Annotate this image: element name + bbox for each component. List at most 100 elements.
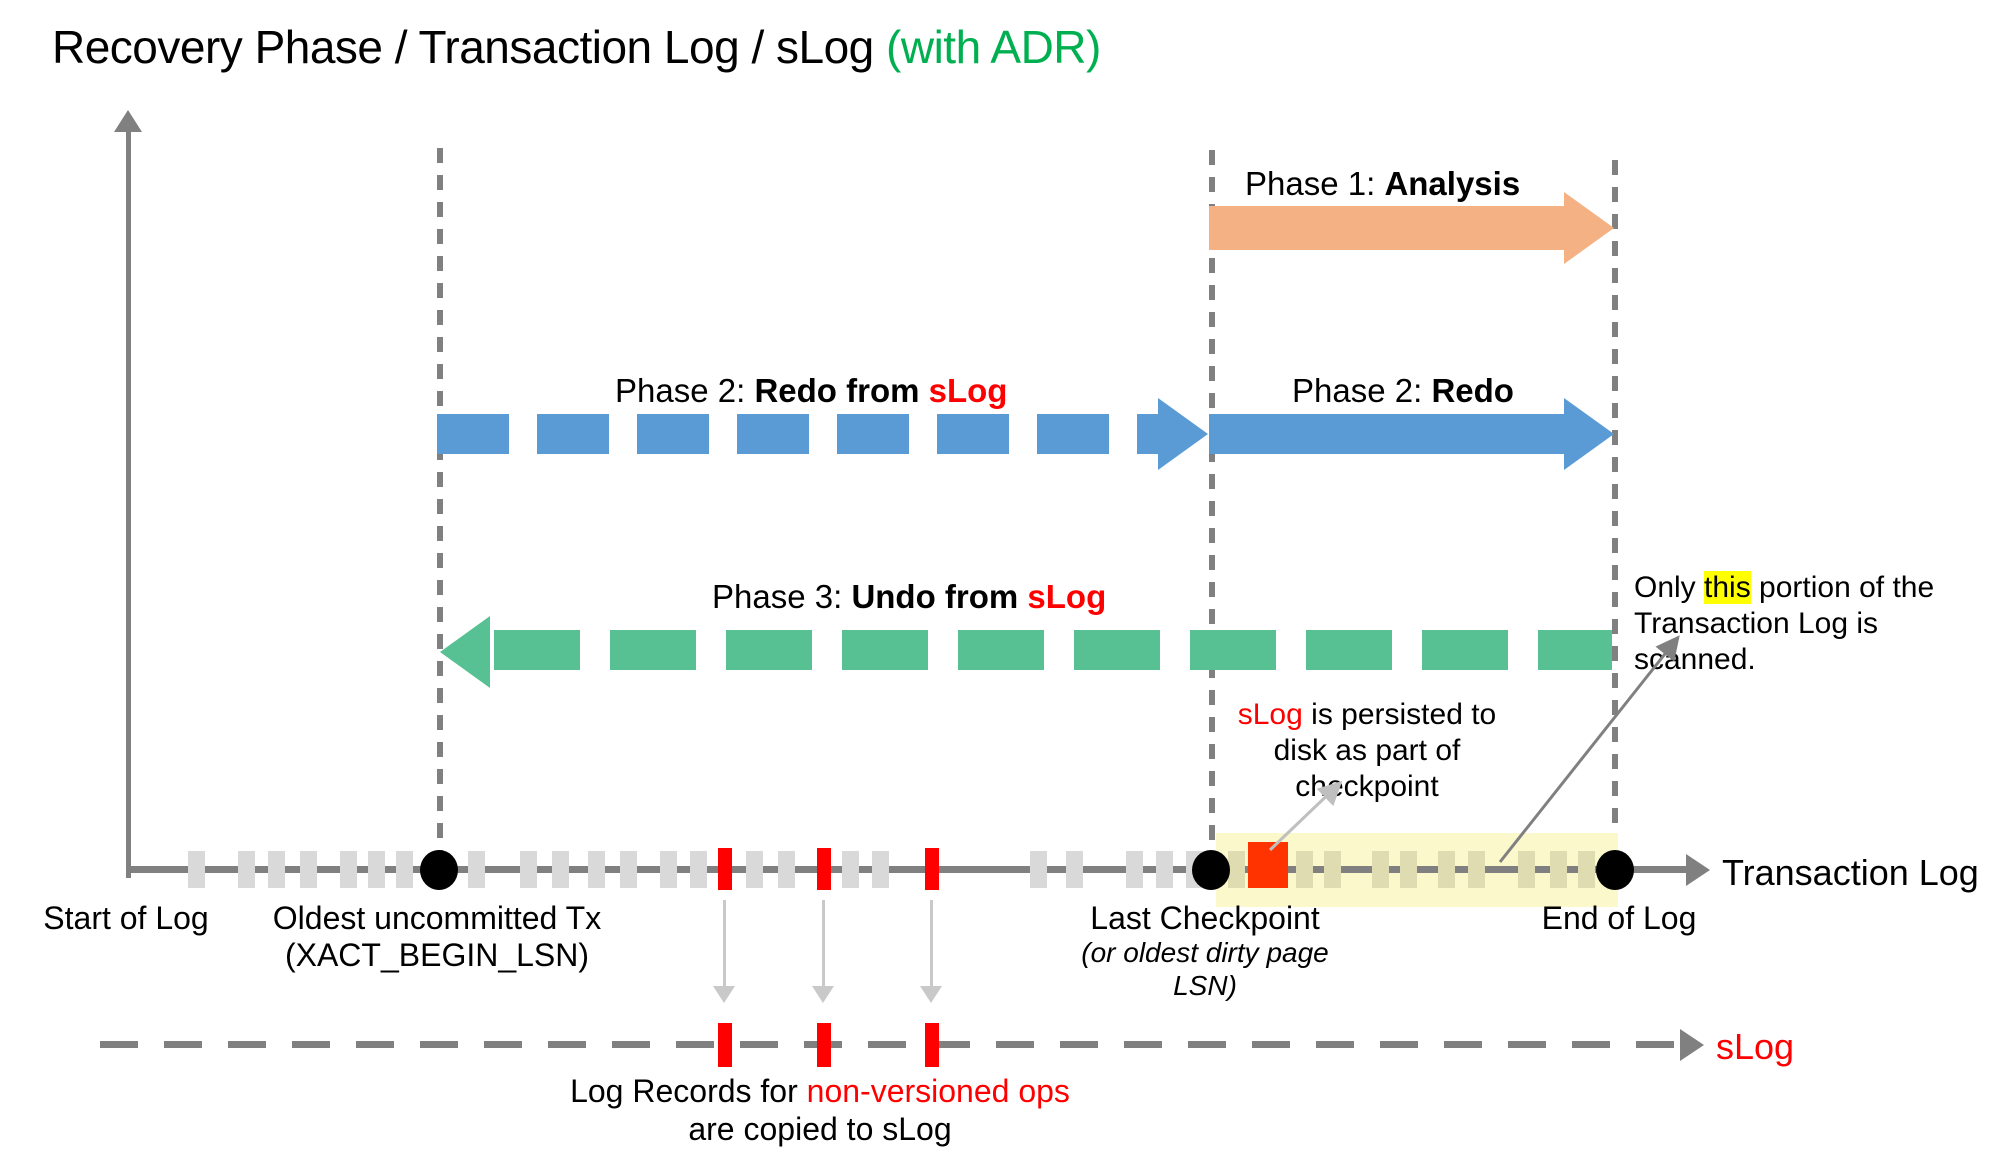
marker-dot-oldest-uncommitted-tx (420, 850, 458, 890)
slog-persist-record (1248, 842, 1288, 888)
phase-1-arrow-body (1209, 206, 1564, 250)
log-record-tick (778, 851, 795, 888)
copy-connector-line (723, 900, 726, 988)
slog-axis-label: sLog (1716, 1026, 1795, 1067)
phase-2a-arrow-body (437, 414, 1167, 454)
phase-3-name-accent: sLog (1027, 578, 1107, 615)
slog-record-tick (925, 1023, 939, 1067)
log-record-tick (1518, 851, 1535, 888)
phase-3-arrow-head (440, 616, 490, 688)
y-axis-arrowhead (114, 110, 142, 132)
label-last-checkpoint: Last Checkpoint (or oldest dirty page LS… (1060, 900, 1350, 1002)
log-record-tick (842, 851, 859, 888)
y-axis-line (126, 122, 131, 878)
non-versioned-log-record-tick (718, 848, 732, 890)
phase-1-arrow-head (1564, 192, 1614, 264)
log-record-tick (268, 851, 285, 888)
note-slog-persisted-rest: is persisted to (1302, 698, 1497, 731)
log-record-tick (1126, 851, 1143, 888)
label-end-of-log: End of Log (1541, 900, 1697, 936)
leader-slog-persisted (1268, 780, 1343, 852)
marker-dot-last-checkpoint (1192, 850, 1230, 890)
transaction-log-axis-arrowhead (1686, 854, 1710, 886)
label-oldest-uncommitted-tx: Oldest uncommitted Tx (XACT_BEGIN_LSN) (222, 900, 652, 974)
copy-connector-arrowhead (812, 986, 834, 1003)
phase-3-prefix: Phase 3: (712, 578, 852, 615)
note-slog-persisted-line1: sLog is persisted to (1222, 697, 1512, 733)
note-slog-persisted: sLog is persisted to disk as part of che… (1222, 697, 1512, 805)
label-start-of-log: Start of Log (43, 900, 209, 936)
non-versioned-log-record-tick (925, 848, 939, 890)
log-record-tick (1372, 851, 1389, 888)
log-record-tick (340, 851, 357, 888)
copy-connector-arrowhead (920, 986, 942, 1003)
log-record-tick (1400, 851, 1417, 888)
phase-3-arrow-body (494, 630, 1612, 670)
guide-oldest-uncommitted-tx (437, 148, 443, 870)
phase-2b-label: Phase 2: Redo (1292, 372, 1514, 410)
transaction-log-axis-label: Transaction Log (1722, 852, 1979, 893)
note-scanned-highlight: this (1704, 571, 1751, 604)
log-record-tick (188, 851, 205, 888)
phase-3-name: Undo from (851, 578, 1028, 615)
slog-axis-arrowhead (1680, 1029, 1704, 1061)
log-record-tick (1228, 851, 1245, 888)
phase-2b-prefix: Phase 2: (1292, 372, 1432, 409)
log-record-tick (1296, 851, 1313, 888)
page-title: Recovery Phase / Transaction Log / sLog … (52, 20, 1101, 74)
phase-1-label: Phase 1: Analysis (1245, 165, 1520, 203)
guide-last-checkpoint (1209, 150, 1215, 870)
label-last-checkpoint-main: Last Checkpoint (1090, 900, 1320, 936)
log-record-tick (620, 851, 637, 888)
log-record-tick (1550, 851, 1567, 888)
log-record-tick (368, 851, 385, 888)
slog-record-tick (718, 1023, 732, 1067)
note-scanned-pre: Only (1634, 571, 1705, 604)
phase-2b-arrow-body (1209, 414, 1564, 454)
marker-dot-end-of-log (1596, 850, 1634, 890)
log-record-tick (1156, 851, 1173, 888)
note-copied-pre: Log Records for (570, 1073, 807, 1109)
label-oldest-uncommitted-tx-sub: (XACT_BEGIN_LSN) (284, 937, 590, 974)
phase-2b-arrow-head (1564, 398, 1614, 470)
log-record-tick (520, 851, 537, 888)
note-slog-persisted-accent: sLog (1237, 698, 1303, 731)
log-record-tick (552, 851, 569, 888)
non-versioned-log-record-tick (817, 848, 831, 890)
log-record-tick (238, 851, 255, 888)
page-title-adr: (with ADR) (886, 21, 1101, 73)
phase-2a-name: Redo from (754, 372, 929, 409)
note-copied-line2: are copied to sLog (688, 1111, 952, 1148)
transaction-log-axis (126, 866, 1686, 873)
phase-2a-name-accent: sLog (928, 372, 1008, 409)
phase-2b-name: Redo (1431, 372, 1514, 409)
log-record-tick (1438, 851, 1455, 888)
copy-connector-line (930, 900, 933, 988)
label-last-checkpoint-sub: (or oldest dirty page (1081, 937, 1329, 969)
log-record-tick (690, 851, 707, 888)
label-oldest-uncommitted-tx-main: Oldest uncommitted Tx (272, 900, 602, 936)
phase-1-prefix: Phase 1: (1245, 165, 1385, 202)
note-scanned-line2: Transaction Log is scanned. (1634, 607, 1879, 676)
phase-1-name: Analysis (1384, 165, 1521, 202)
page-title-main: Recovery Phase / Transaction Log / sLog (52, 21, 887, 73)
log-record-tick (396, 851, 413, 888)
copy-connector-line (822, 900, 825, 988)
log-record-tick (300, 851, 317, 888)
note-copied-accent: non-versioned ops (806, 1073, 1070, 1109)
note-scanned-post: portion of the (1750, 571, 1935, 604)
note-slog-persisted-line2: disk as part of (1273, 734, 1461, 767)
note-scanned-portion-line1: Only this portion of the (1634, 570, 2001, 606)
log-record-tick (588, 851, 605, 888)
phase-2a-prefix: Phase 2: (615, 372, 755, 409)
note-copied-to-slog: Log Records for non-versioned ops are co… (530, 1072, 1110, 1149)
phase-2a-label: Phase 2: Redo from sLog (615, 372, 1007, 410)
slog-record-tick (817, 1023, 831, 1067)
guide-end-of-log (1612, 160, 1618, 872)
slog-axis (100, 1041, 1680, 1048)
log-record-tick (1324, 851, 1341, 888)
note-copied-line1: Log Records for non-versioned ops (530, 1072, 1110, 1110)
copy-connector-arrowhead (713, 986, 735, 1003)
log-record-tick (1066, 851, 1083, 888)
phase-3-label: Phase 3: Undo from sLog (712, 578, 1106, 616)
